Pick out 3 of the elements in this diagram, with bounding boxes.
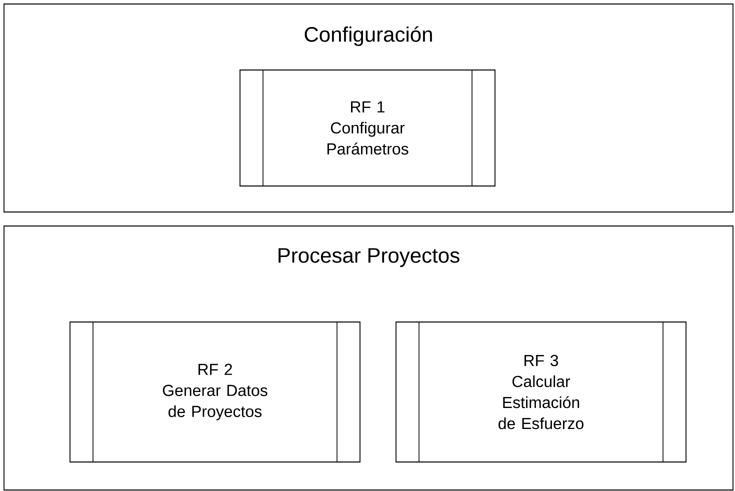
process-box: RF 2 Generar Datos de Proyectos bbox=[70, 322, 360, 462]
process-box: RF 1 Configurar Parámetros bbox=[240, 70, 496, 186]
process-box: RF 3 Calcular Estimación de Esfuerzo bbox=[396, 322, 686, 462]
